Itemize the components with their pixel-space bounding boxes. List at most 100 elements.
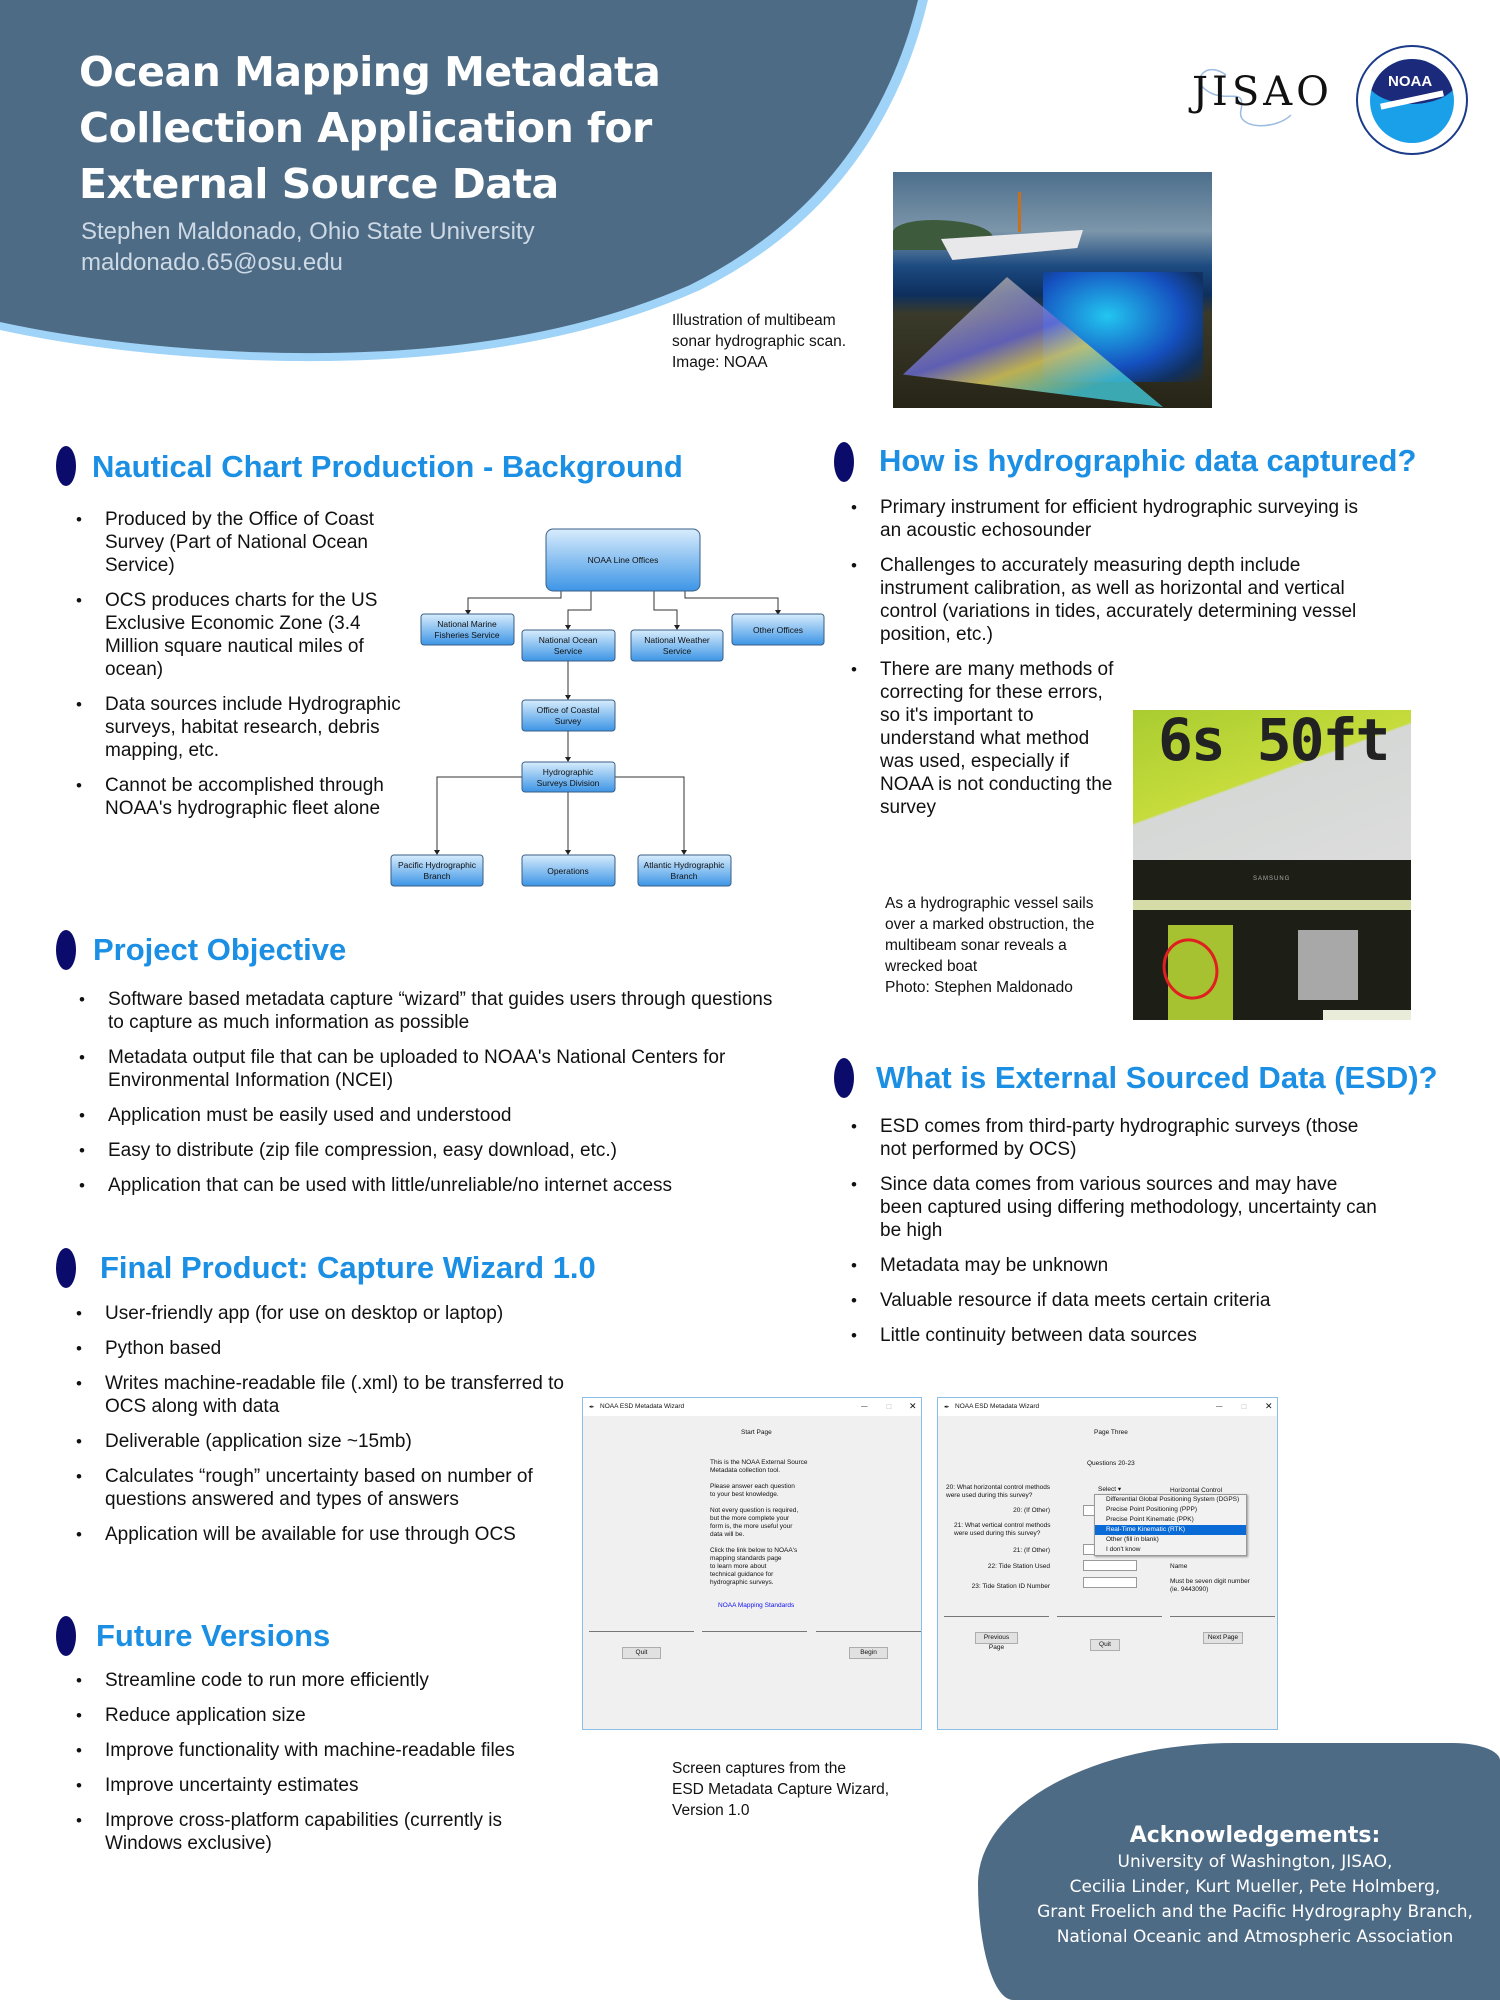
dropdown-option[interactable]: Precise Point Kinematic (PPK) bbox=[1106, 1516, 1194, 1523]
author-email[interactable]: maldonado.65@osu.edu bbox=[81, 249, 343, 276]
dropdown-option[interactable]: Differential Global Positioning System (… bbox=[1106, 1496, 1240, 1503]
bullet-item: Improve uncertainty estimates bbox=[76, 1774, 576, 1797]
intro-line: to learn more about bbox=[710, 1563, 767, 1570]
bullet-item: Valuable resource if data meets certain … bbox=[851, 1289, 1381, 1312]
bullet-item: Improve functionality with machine-reada… bbox=[76, 1739, 576, 1762]
author: Stephen Maldonado, Ohio State University bbox=[81, 218, 535, 245]
horizontal-control-select[interactable]: Select ▾ bbox=[1098, 1485, 1121, 1493]
wizard-start-page-window: ✒ NOAA ESD Metadata Wizard — ☐ ✕ Start P… bbox=[582, 1397, 922, 1730]
dropdown-option[interactable]: Precise Point Positioning (PPP) bbox=[1106, 1506, 1198, 1513]
org-node-label: Fisheries Service bbox=[434, 630, 499, 640]
caption-line: multibeam sonar reveals a bbox=[885, 937, 1067, 954]
caption-line: over a marked obstruction, the bbox=[885, 916, 1095, 933]
caption-line: Image: NOAA bbox=[672, 354, 768, 371]
hint-line: Must be seven digit number bbox=[1170, 1578, 1250, 1585]
intro-line: form is, the more useful your bbox=[710, 1523, 793, 1530]
q23-label: 23: Tide Station ID Number bbox=[971, 1583, 1050, 1590]
ack-line: Cecilia Linder, Kurt Mueller, Pete Holmb… bbox=[1069, 1877, 1441, 1897]
org-node-label: Branch bbox=[671, 871, 698, 881]
q20-other-label: 20: (If Other) bbox=[1013, 1507, 1050, 1514]
minimize-icon[interactable]: — bbox=[1216, 1403, 1223, 1410]
intro-line: Please answer each question bbox=[710, 1483, 795, 1490]
acknowledgements-shape bbox=[978, 1743, 1500, 2000]
bullet-item: Application that can be used with little… bbox=[79, 1174, 779, 1197]
caption-line: wrecked boat bbox=[885, 958, 978, 975]
section-bullet-icon bbox=[834, 1058, 854, 1098]
caption-line: As a hydrographic vessel sails bbox=[885, 895, 1094, 912]
window-titlebar: ✒ NOAA ESD Metadata Wizard — ☐ ✕ bbox=[938, 1398, 1277, 1416]
section-bullet-icon bbox=[56, 1616, 76, 1656]
bullet-item: Writes machine-readable file (.xml) to b… bbox=[76, 1372, 576, 1418]
heading-future-versions: Future Versions bbox=[96, 1618, 331, 1653]
quit-button[interactable]: Quit bbox=[622, 1647, 661, 1659]
q-line: 20: What horizontal control methods bbox=[946, 1484, 1051, 1491]
bullet-item: Challenges to accurately measuring depth… bbox=[851, 554, 1381, 646]
acknowledgements-heading: Acknowledgements: bbox=[1129, 1823, 1381, 1848]
section-bullet-icon bbox=[56, 446, 76, 486]
q-line: were used during this survey? bbox=[954, 1530, 1041, 1537]
begin-button[interactable]: Begin bbox=[849, 1647, 888, 1659]
bullet-item: Metadata may be unknown bbox=[851, 1254, 1381, 1277]
caption-line: sonar hydrographic scan. bbox=[672, 333, 847, 350]
maximize-icon[interactable]: ☐ bbox=[886, 1404, 892, 1411]
title-line: External Source Data bbox=[79, 160, 559, 208]
caption-line: Illustration of multibeam bbox=[672, 312, 836, 329]
noaa-org-chart: NOAA Line Offices National MarineFisheri… bbox=[390, 528, 825, 887]
minimize-icon[interactable]: — bbox=[861, 1403, 868, 1410]
acknowledgements: Acknowledgements: University of Washingt… bbox=[1010, 1822, 1500, 1950]
bullet-item: Primary instrument for efficient hydrogr… bbox=[851, 496, 1381, 542]
window-title: NOAA ESD Metadata Wizard bbox=[600, 1403, 685, 1410]
bullet-item: There are many methods of correcting for… bbox=[851, 658, 1123, 819]
tide-station-input[interactable] bbox=[1083, 1560, 1137, 1571]
intro-line: mapping standards page bbox=[710, 1555, 782, 1562]
close-icon[interactable]: ✕ bbox=[1265, 1401, 1273, 1411]
q22-hint: Name bbox=[1170, 1563, 1188, 1570]
previous-page-button[interactable]: Previous Page bbox=[975, 1632, 1018, 1651]
close-icon[interactable]: ✕ bbox=[909, 1401, 917, 1411]
objective-bullets: Software based metadata capture “wizard”… bbox=[79, 988, 779, 1209]
bullet-item: Little continuity between data sources bbox=[851, 1324, 1381, 1347]
quit-button[interactable]: Quit bbox=[1090, 1639, 1120, 1651]
bullet-item: Reduce application size bbox=[76, 1704, 576, 1727]
title-line: Collection Application for bbox=[79, 104, 652, 152]
q22-label: 22: Tide Station Used bbox=[987, 1563, 1050, 1570]
bullet-item: Metadata output file that can be uploade… bbox=[79, 1046, 779, 1092]
q-line: 21: What vertical control methods bbox=[954, 1522, 1051, 1529]
wizard-page-three-window: ✒ NOAA ESD Metadata Wizard — ☐ ✕ Page Th… bbox=[937, 1397, 1278, 1730]
maximize-icon[interactable]: ☐ bbox=[1241, 1404, 1247, 1411]
captured-bullets: Primary instrument for efficient hydrogr… bbox=[851, 496, 1381, 831]
org-node-label: Survey bbox=[555, 716, 582, 726]
bullet-item: Application must be easily used and unde… bbox=[79, 1104, 779, 1127]
caption-line: Version 1.0 bbox=[672, 1802, 750, 1819]
ack-line: Grant Froelich and the Pacific Hydrograp… bbox=[1037, 1902, 1473, 1922]
dropdown-option-selected[interactable]: Real-Time Kinematic (RTK) bbox=[1095, 1525, 1246, 1535]
poster-title: Ocean Mapping Metadata Collection Applic… bbox=[79, 44, 799, 212]
intro-line: data will be. bbox=[710, 1531, 745, 1538]
sonar-wreck-photo: 6s 50ft SAMSUNG bbox=[1133, 710, 1411, 1020]
bullet-item: Cannot be accomplished through NOAA's hy… bbox=[76, 774, 406, 820]
org-node-label: Service bbox=[663, 646, 692, 656]
sonar-photo-caption: As a hydrographic vessel sails over a ma… bbox=[885, 893, 1094, 998]
tide-station-id-input[interactable] bbox=[1083, 1577, 1137, 1588]
dropdown-arrow-icon: ▾ bbox=[1117, 1486, 1122, 1493]
dropdown-option[interactable]: I don't know bbox=[1106, 1546, 1141, 1553]
page-title: Start Page bbox=[741, 1429, 772, 1436]
heading-objective: Project Objective bbox=[93, 932, 347, 967]
screens-caption: Screen captures from the ESD Metadata Ca… bbox=[672, 1758, 889, 1821]
dropdown-option[interactable]: Other (fill in blank) bbox=[1106, 1536, 1159, 1543]
section-bullet-icon bbox=[56, 930, 76, 970]
bullet-item: Calculates “rough” uncertainty based on … bbox=[76, 1465, 576, 1511]
noaa-logo: NOAA bbox=[1356, 45, 1468, 155]
org-node-label: National Ocean bbox=[539, 635, 598, 645]
select-value: Select bbox=[1098, 1486, 1117, 1493]
org-node-label: Service bbox=[554, 646, 583, 656]
next-page-button[interactable]: Next Page bbox=[1203, 1632, 1243, 1644]
page-title: Page Three bbox=[1094, 1429, 1128, 1436]
mapping-standards-link[interactable]: NOAA Mapping Standards bbox=[718, 1602, 795, 1609]
window-title: NOAA ESD Metadata Wizard bbox=[955, 1403, 1040, 1410]
ship-image-caption: Illustration of multibeam sonar hydrogra… bbox=[672, 310, 846, 373]
intro-line: Not every question is required, bbox=[710, 1507, 799, 1514]
